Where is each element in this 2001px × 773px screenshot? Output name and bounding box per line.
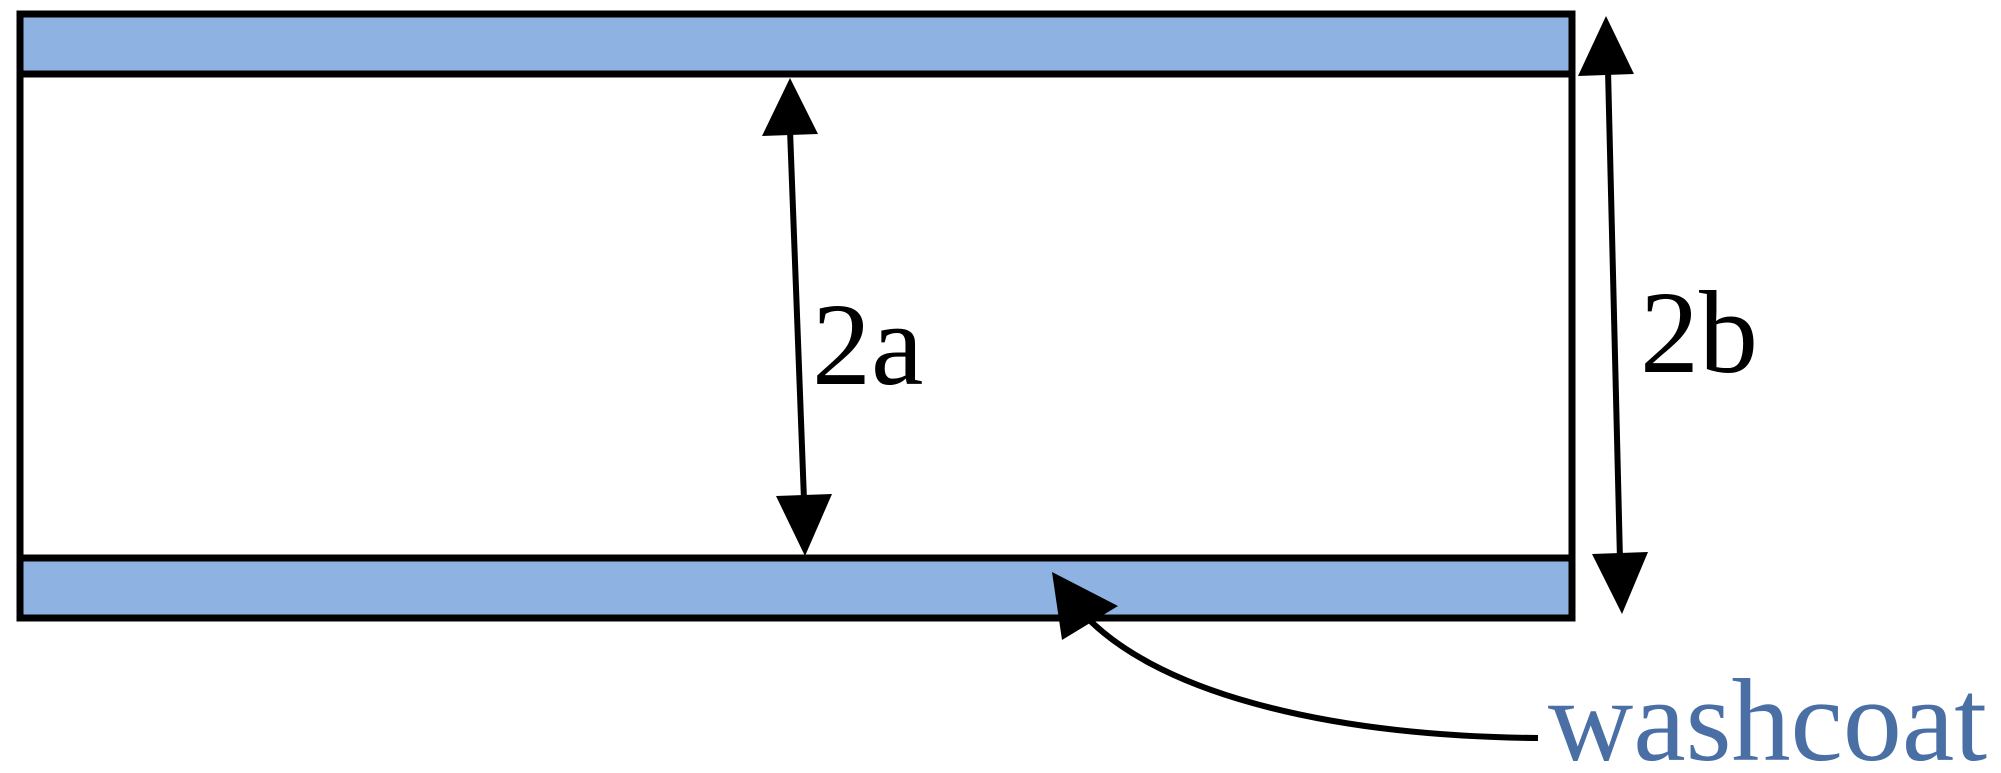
outer-arrow-top-head — [1578, 16, 1634, 76]
inner-dimension-label: 2a — [812, 279, 923, 410]
callout-arrow-head — [1052, 572, 1118, 640]
outer-dimension-arrow — [1578, 16, 1648, 614]
washcoat-callout-arrow — [1052, 572, 1539, 741]
top-washcoat-layer — [16, 10, 1576, 78]
bottom-washcoat-layer — [16, 554, 1576, 622]
outer-dimension-label: 2b — [1640, 267, 1758, 398]
washcoat-label: washcoat — [1548, 655, 1987, 773]
outer-arrow-bottom-head — [1592, 552, 1648, 614]
inner-arrow-top-head — [762, 78, 818, 136]
inner-dimension-arrow — [762, 78, 832, 556]
inner-arrow-bottom-head — [776, 494, 832, 556]
